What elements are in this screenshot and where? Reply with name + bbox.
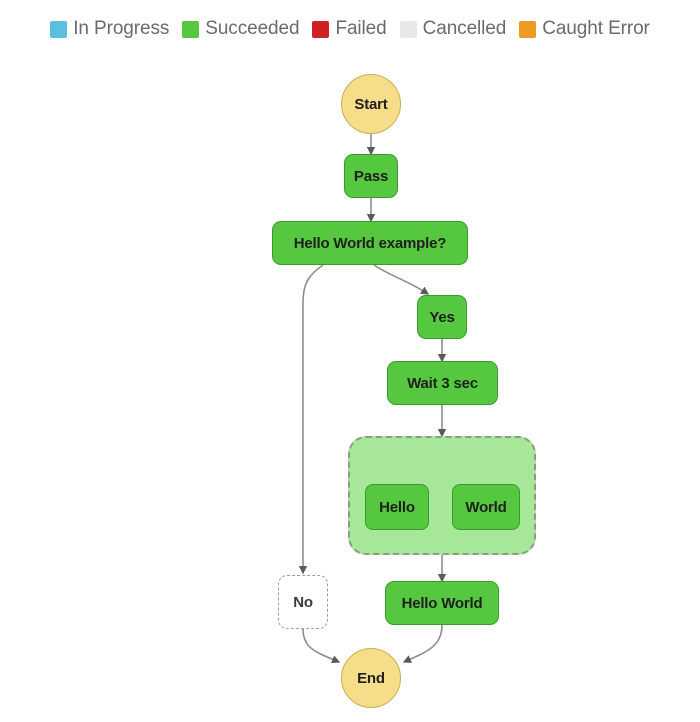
node-hello-world[interactable]: Hello World (385, 581, 499, 625)
node-label-world: World (465, 498, 507, 516)
node-yes[interactable]: Yes (417, 295, 467, 339)
edge-choice-no (298, 264, 324, 575)
node-no[interactable]: No (278, 575, 328, 629)
legend-label-in-progress: In Progress (73, 18, 170, 39)
status-swatch-in-progress (50, 20, 68, 38)
node-hello[interactable]: Hello (365, 484, 429, 530)
legend-item-caught-error: Caught Error (519, 18, 650, 40)
state-machine-graph[interactable]: Start Pass Hello World example? Yes Wait… (0, 58, 700, 722)
node-label-choice: Hello World example? (293, 234, 447, 252)
legend-label-failed: Failed (335, 18, 387, 39)
node-label-hello: Hello (379, 498, 415, 516)
legend-label-cancelled: Cancelled (422, 18, 507, 39)
legend-item-cancelled: Cancelled (399, 18, 507, 40)
edge-helloworld-end (402, 624, 443, 663)
status-swatch-cancelled (399, 20, 417, 38)
status-swatch-caught-error (519, 20, 537, 38)
node-start[interactable]: Start (341, 74, 401, 134)
node-world[interactable]: World (452, 484, 520, 530)
edge-choice-yes (373, 264, 430, 295)
node-label-start: Start (354, 95, 388, 113)
legend-label-caught-error: Caught Error (542, 18, 650, 39)
node-label-wait: Wait 3 sec (407, 374, 478, 392)
node-label-yes: Yes (429, 308, 455, 326)
node-end[interactable]: End (341, 648, 401, 708)
node-pass[interactable]: Pass (344, 154, 398, 198)
legend-item-in-progress: In Progress (50, 18, 169, 40)
legend-item-failed: Failed (312, 18, 387, 40)
edge-no-end (302, 628, 341, 664)
node-label-pass: Pass (353, 167, 389, 185)
status-swatch-failed (312, 20, 330, 38)
legend-label-succeeded: Succeeded (205, 18, 300, 39)
node-wait-3-sec[interactable]: Wait 3 sec (387, 361, 498, 405)
node-label-hello-world: Hello World (401, 594, 483, 612)
node-label-end: End (357, 669, 385, 687)
node-hello-world-example-choice[interactable]: Hello World example? (272, 221, 468, 265)
node-label-no: No (293, 593, 313, 611)
status-swatch-succeeded (182, 20, 200, 38)
legend-item-succeeded: Succeeded (182, 18, 300, 40)
status-legend: In Progress Succeeded Failed Cancelled C… (0, 0, 700, 58)
